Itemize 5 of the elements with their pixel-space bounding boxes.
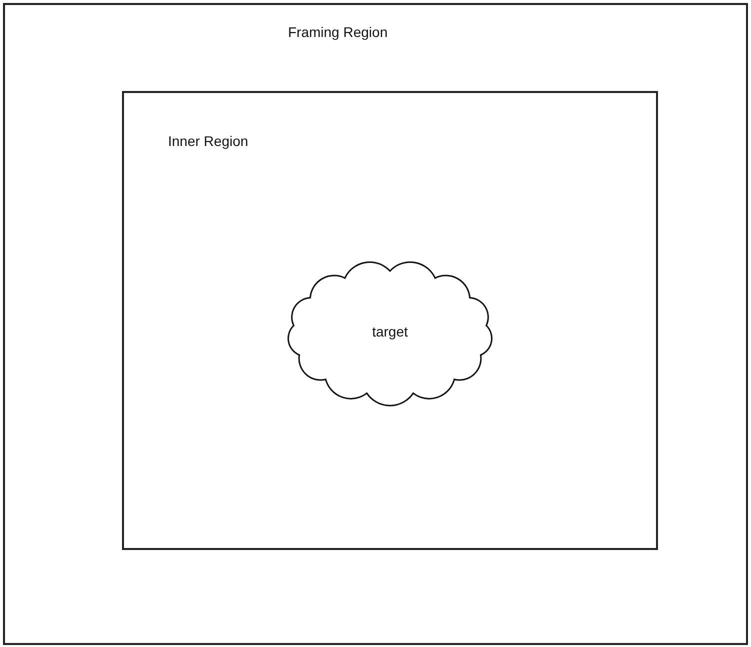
inner-region-box <box>122 91 658 550</box>
framing-region-box <box>3 3 748 645</box>
region-label: Inner Region <box>168 133 248 149</box>
region-label: target <box>372 323 408 340</box>
region-label: Framing Region <box>288 24 388 40</box>
